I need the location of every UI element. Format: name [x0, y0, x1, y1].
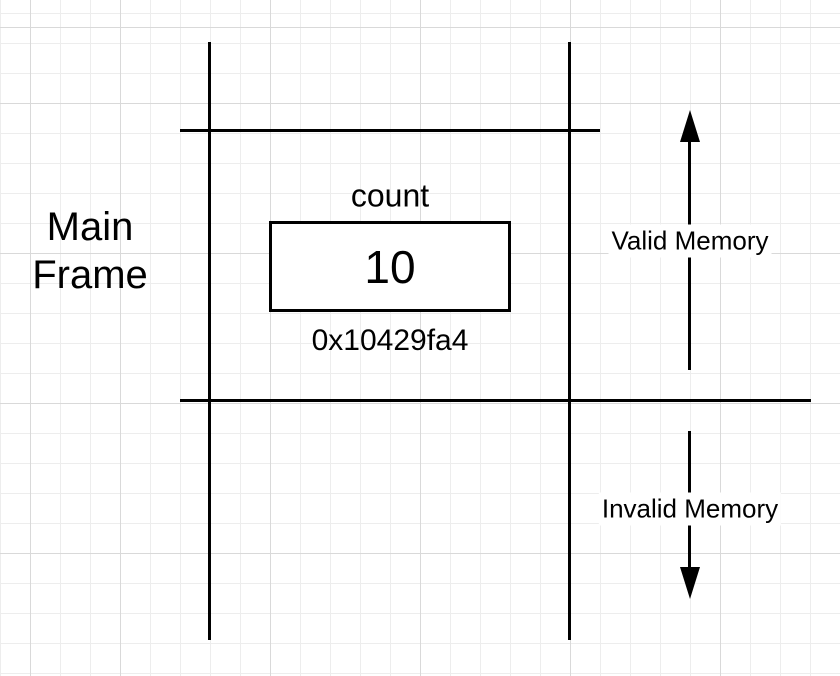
frame-right-border-line: [568, 42, 571, 640]
variable-name-label: count: [350, 177, 430, 214]
valid-invalid-boundary-line: [180, 399, 811, 402]
main-frame-label-line2: Frame: [32, 253, 148, 297]
main-frame-label-line1: Main: [46, 205, 134, 249]
arrow-down-icon: [680, 567, 700, 599]
valid-memory-label: Valid Memory: [608, 224, 772, 258]
main-frame-label: Main Frame: [32, 203, 148, 299]
frame-top-boundary-line: [180, 129, 600, 132]
invalid-memory-label: Invalid Memory: [598, 492, 782, 526]
variable-value: 10: [364, 240, 416, 293]
variable-value-box: 10: [269, 221, 511, 312]
arrow-up-icon: [680, 110, 700, 142]
memory-address-label: 0x10429fa4: [311, 324, 469, 357]
frame-left-border-line: [208, 42, 211, 640]
